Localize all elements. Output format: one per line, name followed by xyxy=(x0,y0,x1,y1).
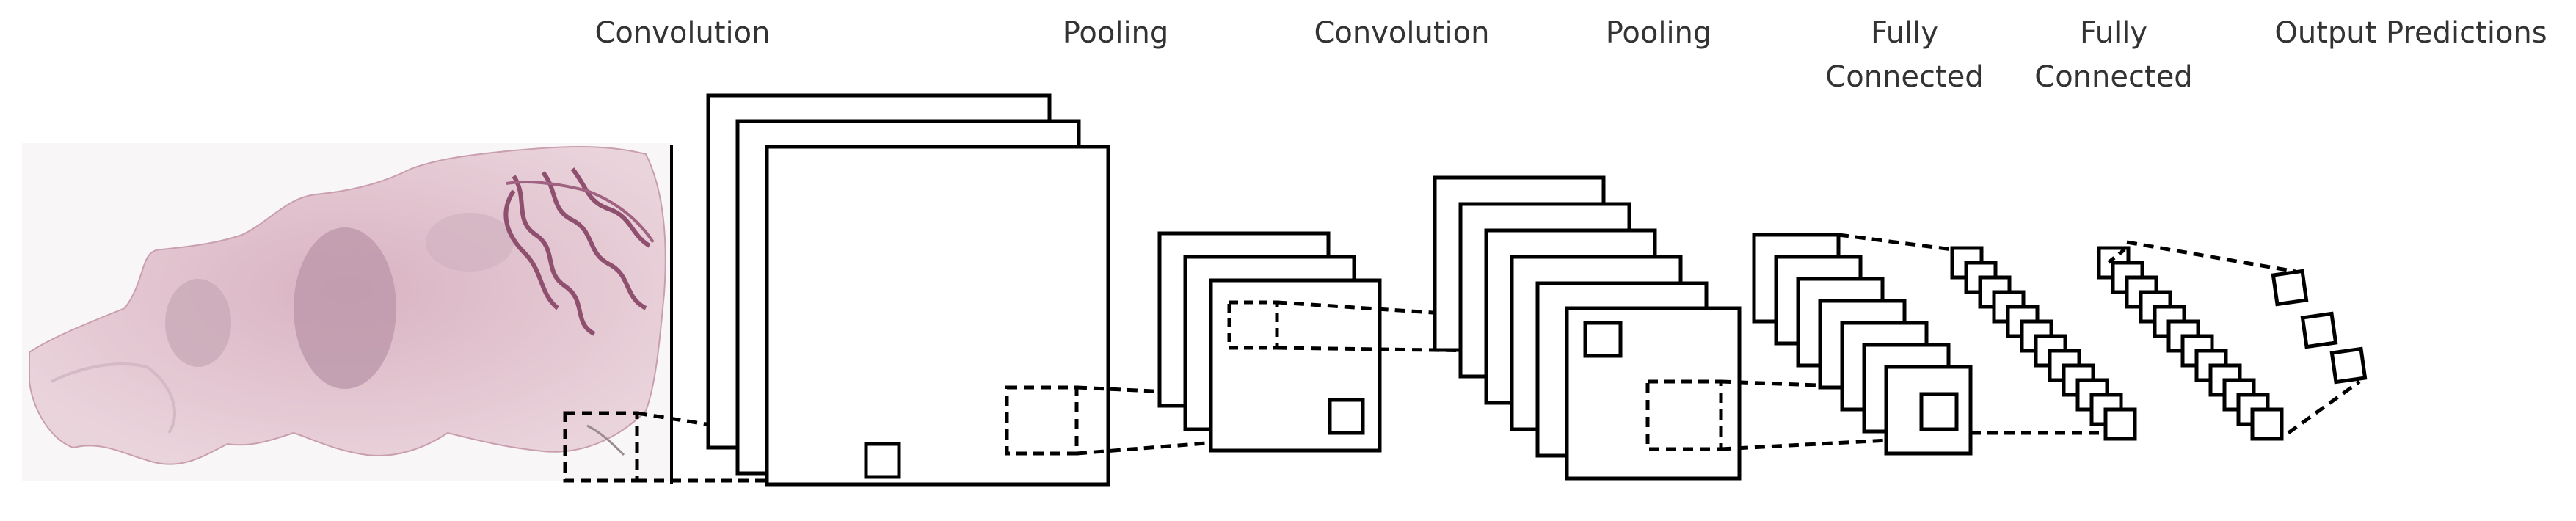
fc-neurons-2 xyxy=(2097,246,2284,441)
fc-neuron-b-12 xyxy=(2250,407,2284,441)
pool1-feature-maps xyxy=(1157,231,1382,453)
conv1-feature-maps xyxy=(706,93,1110,487)
label-pooling-2: Pooling xyxy=(1605,16,1712,50)
pool1-receptive-field xyxy=(1227,300,1279,350)
cerebellum-folds xyxy=(503,167,651,336)
label-output-predictions: Output Predictions xyxy=(2274,16,2547,50)
input-receptive-field xyxy=(563,411,639,483)
projection-line-top-5 xyxy=(1838,233,1953,252)
conv1-map-3 xyxy=(765,145,1110,487)
output-nodes xyxy=(2271,269,2368,385)
tissue-region-top xyxy=(426,213,514,272)
tissue-artifact xyxy=(586,424,625,456)
conv2-kernel-output xyxy=(1583,321,1623,358)
cerebellum-outline xyxy=(506,181,655,244)
projection-line-top-6 xyxy=(2126,240,2296,274)
pool1-kernel-output xyxy=(1328,398,1365,435)
label-convolution-2: Convolution xyxy=(1314,16,1490,50)
pool2-receptive-field xyxy=(1645,379,1723,451)
label-fully-connected-1: Fully Connected xyxy=(1825,16,1984,94)
label-convolution-1: Convolution xyxy=(594,16,771,50)
input-tissue-image xyxy=(22,143,673,484)
output-node-1 xyxy=(2271,269,2309,307)
projection-line-bottom-6 xyxy=(2287,379,2361,435)
projection-line-bottom-2 xyxy=(1076,431,1336,456)
conv1-kernel-output xyxy=(864,442,901,479)
fc-neurons-1 xyxy=(1950,246,2137,441)
tissue-lower-edge xyxy=(51,362,177,434)
output-node-2 xyxy=(2300,311,2338,349)
conv1-receptive-field xyxy=(1005,385,1079,456)
output-node-3 xyxy=(2329,346,2368,385)
fc1-kernel-output xyxy=(1919,392,1959,431)
fc-neuron-a-12 xyxy=(2103,407,2137,441)
label-fully-connected-2: Fully Connected xyxy=(2034,16,2193,94)
projection-line-join xyxy=(2105,248,2126,266)
tissue-region-left xyxy=(165,279,231,367)
tissue-dense-region xyxy=(294,227,396,389)
fc1-stack xyxy=(1752,233,1973,456)
label-pooling-1: Pooling xyxy=(1062,16,1169,50)
projection-line-top-2 xyxy=(1076,385,1336,402)
